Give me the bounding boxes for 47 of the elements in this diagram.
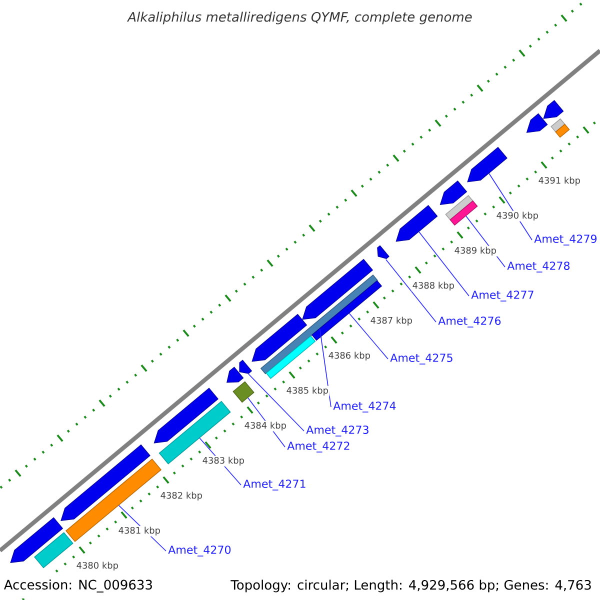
genome-summary: Topology: circular; Length: 4,929,566 bp; Genes: 4,763 <box>230 580 591 592</box>
tick-label: 4382 kbp <box>159 490 204 502</box>
tick-label: 4387 kbp <box>369 316 414 326</box>
tick-label: 4384 kbp <box>243 420 288 432</box>
tick-label: 4381 kbp <box>117 526 162 536</box>
gene-feature <box>232 381 254 403</box>
tick-label: 4380 kbp <box>75 560 120 572</box>
leader-line <box>386 259 436 322</box>
gene-feature <box>34 532 74 568</box>
gene-feature <box>445 195 474 220</box>
gene-feature <box>467 146 508 182</box>
gene-feature <box>154 388 218 444</box>
gene-label: Amet_4277 <box>471 290 534 302</box>
leader-line <box>319 328 332 408</box>
gene-feature <box>266 336 316 379</box>
gene-label: Amet_4272 <box>287 442 350 452</box>
gene-feature <box>440 180 468 205</box>
gene-feature <box>396 205 438 242</box>
gene-label: Amet_4279 <box>534 234 597 246</box>
gene-label: Amet_4270 <box>168 546 231 556</box>
tick-label: 4389 kbp <box>453 246 498 256</box>
gene-feature <box>555 124 570 138</box>
gene-feature <box>377 245 390 259</box>
gene-label: Amet_4278 <box>507 262 570 272</box>
gene-label: Amet_4273 <box>306 426 368 436</box>
gene-feature <box>450 200 478 226</box>
gene-feature <box>526 113 548 133</box>
gene-label: Amet_4274 <box>333 402 396 412</box>
gene-feature <box>226 366 244 383</box>
leader-line <box>348 313 388 360</box>
gene-feature <box>550 118 566 132</box>
gene-feature <box>239 360 252 374</box>
tick-label: 4385 kbp <box>285 386 330 396</box>
gene-feature <box>543 100 564 119</box>
tick-label: 4390 kbp <box>495 210 540 222</box>
title: Alkaliphilus metalliredigens QYMF, complete genome <box>126 12 472 24</box>
gene-label: Amet_4275 <box>390 354 452 364</box>
tick-label: 4391 kbp <box>537 176 582 186</box>
tick-label: 4383 kbp <box>201 456 246 466</box>
leader-line <box>418 232 470 296</box>
accession-label: Accession: NC_009633 <box>0 574 157 598</box>
gene-feature <box>252 314 308 362</box>
leader-line <box>248 374 304 432</box>
gene-label: Amet_4271 <box>243 480 306 490</box>
tick-label: 4386 kbp <box>327 350 372 362</box>
tick-label: 4388 kbp <box>411 280 456 292</box>
gene-label: Amet_4276 <box>438 316 501 328</box>
